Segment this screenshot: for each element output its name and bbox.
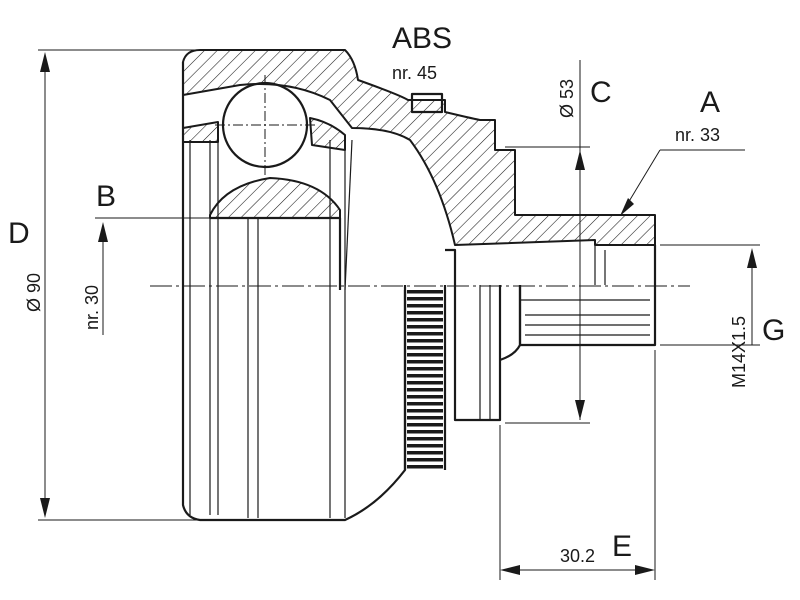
abs-tone-ring — [403, 285, 447, 470]
abs-tooth — [407, 409, 443, 413]
abs-tooth — [407, 304, 443, 308]
abs-tooth — [407, 437, 443, 441]
dimension-a — [620, 149, 745, 216]
abs-tooth — [407, 318, 443, 322]
abs-tooth — [407, 339, 443, 343]
dimension-e — [499, 350, 656, 580]
abs-tooth — [407, 388, 443, 392]
abs-tooth — [407, 325, 443, 329]
abs-tooth — [407, 367, 443, 371]
abs-tooth — [407, 465, 443, 469]
label-e: E — [612, 530, 632, 563]
label-b-value: nr. 30 — [82, 285, 102, 330]
abs-tooth — [407, 444, 443, 448]
label-abs: ABS — [392, 22, 452, 55]
abs-tooth — [407, 381, 443, 385]
label-b: B — [96, 180, 116, 213]
abs-tooth — [407, 311, 443, 315]
dimension-abs — [410, 92, 444, 114]
abs-tooth — [407, 402, 443, 406]
abs-tooth — [407, 360, 443, 364]
label-abs-value: nr. 45 — [392, 63, 437, 83]
stub-shaft — [445, 245, 657, 422]
abs-tooth — [407, 374, 443, 378]
abs-tooth — [407, 290, 443, 294]
label-a-value: nr. 33 — [675, 125, 720, 145]
label-c-value: Ø 53 — [557, 79, 577, 118]
label-g-value: M14X1.5 — [729, 316, 749, 388]
abs-tooth — [407, 297, 443, 301]
dimension-b — [95, 217, 212, 335]
dimension-g — [660, 244, 760, 346]
abs-tooth — [407, 332, 443, 336]
bearing-ball — [215, 75, 318, 175]
section-hatch — [182, 49, 656, 246]
abs-tooth — [407, 458, 443, 462]
label-g: G — [762, 314, 785, 347]
label-d-value: Ø 90 — [24, 273, 44, 312]
label-d: D — [8, 217, 30, 250]
inner-hub — [181, 62, 346, 290]
label-c: C — [590, 76, 612, 109]
label-a: A — [700, 86, 720, 119]
abs-tooth — [407, 395, 443, 399]
abs-tooth — [407, 353, 443, 357]
abs-tooth — [407, 423, 443, 427]
dimension-d — [38, 49, 200, 521]
label-e-value: 30.2 — [560, 546, 595, 566]
joint-housing — [181, 139, 407, 522]
abs-tooth — [407, 416, 443, 420]
abs-tooth — [407, 346, 443, 350]
dimension-c — [505, 60, 590, 424]
abs-tooth — [407, 451, 443, 455]
abs-tooth — [407, 430, 443, 434]
